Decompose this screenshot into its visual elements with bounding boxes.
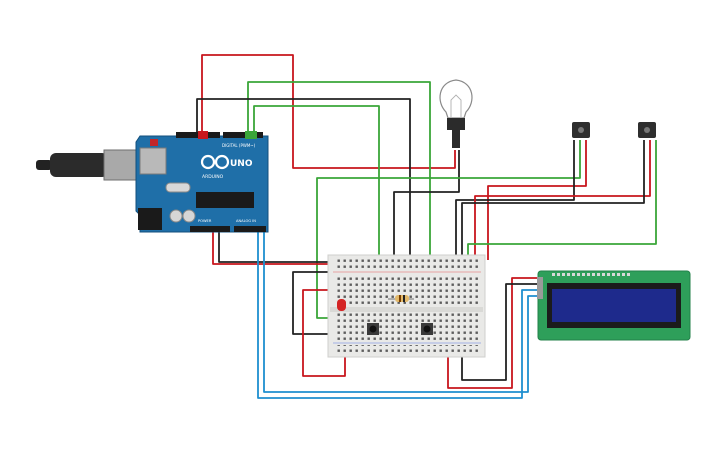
push-button-1-cap <box>369 325 377 333</box>
lcd-pin <box>617 273 620 276</box>
usb-cable-body <box>50 153 108 177</box>
terminal-strip-bottom <box>336 313 478 343</box>
rail-bottom <box>336 345 478 355</box>
lcd-screen <box>552 289 676 322</box>
lcd-pin <box>607 273 610 276</box>
button-icon[interactable] <box>367 323 379 335</box>
arduino-logo <box>200 154 230 170</box>
resistor-icon[interactable] <box>388 295 414 302</box>
capacitor-icon <box>182 209 196 223</box>
resistor-band <box>399 295 401 302</box>
wire-black-bulb <box>393 150 460 262</box>
wire-black-sensor2 <box>461 140 645 262</box>
push-button-2-cap <box>423 325 431 333</box>
bulb-base <box>447 118 465 130</box>
green-pin-marker <box>245 131 257 139</box>
analog-header <box>234 226 266 232</box>
red-pin-marker <box>198 131 208 139</box>
digital-label: DIGITAL (PWM~) <box>222 143 256 148</box>
wire-green-pin-b <box>253 105 380 262</box>
reset-button[interactable] <box>150 139 158 146</box>
wire-green-pin-a <box>247 81 431 318</box>
usb-plug-tip <box>36 160 52 170</box>
lcd-pin <box>552 273 555 276</box>
lcd-pin <box>577 273 580 276</box>
resistor-body <box>395 295 409 302</box>
lcd-connector <box>537 277 543 299</box>
bulb-filament <box>450 94 462 117</box>
button-icon[interactable] <box>421 323 433 335</box>
lcd-pin <box>587 273 590 276</box>
power-jack <box>138 208 162 230</box>
lcd-pin <box>612 273 615 276</box>
sensor-2-dome <box>644 127 650 133</box>
wires <box>196 54 657 399</box>
led-icon[interactable] <box>337 299 346 311</box>
arduino-board[interactable]: UNO ARDUINO DIGITAL (PWM~) POWER ANALOG … <box>135 131 269 233</box>
sensor-1-dome <box>578 127 584 133</box>
power-label: POWER <box>198 219 212 223</box>
bulb-glass <box>439 79 473 119</box>
board-brand: ARDUINO <box>202 174 224 180</box>
lcd-icon[interactable] <box>537 270 691 341</box>
lcd-pin <box>602 273 605 276</box>
lcd-pin <box>627 273 630 276</box>
lcd-pin-header <box>552 273 630 276</box>
lcd-pin <box>572 273 575 276</box>
wire-green-sensor2 <box>467 140 657 262</box>
wire-black-pin-c <box>196 98 411 262</box>
usb-cable <box>36 149 141 181</box>
bulb-icon[interactable] <box>439 79 473 148</box>
wire-red-sensor2 <box>474 140 651 262</box>
led-body <box>337 299 346 311</box>
wire-black-gnd <box>218 224 336 263</box>
wire-red-5v <box>212 224 334 265</box>
digital-header-b <box>223 132 263 138</box>
sensor-icon[interactable] <box>572 122 590 138</box>
wire-black-sensor1 <box>455 140 575 262</box>
analog-label: ANALOG IN <box>236 219 256 223</box>
lcd-pin <box>567 273 570 276</box>
wire-blue-lcd-a <box>257 224 540 399</box>
power-header <box>190 226 230 232</box>
usb-jack <box>139 147 167 175</box>
sensor-icon[interactable] <box>638 122 656 138</box>
atmega-chip <box>196 192 254 208</box>
rail-top <box>336 258 478 270</box>
capacitor-icon <box>169 209 183 223</box>
lcd-pin <box>557 273 560 276</box>
bulb-neck <box>452 130 460 148</box>
wire-red-bulb <box>201 54 456 169</box>
resistor-band <box>403 295 405 302</box>
lcd-pin <box>592 273 595 276</box>
wire-blue-lcd-b <box>263 224 540 393</box>
breadboard[interactable] <box>327 254 486 358</box>
lcd-pin <box>582 273 585 276</box>
lcd-pin <box>597 273 600 276</box>
usb-connector <box>103 149 141 181</box>
center-gap <box>330 307 483 312</box>
wire-red-sensor1 <box>487 140 587 260</box>
crystal-icon <box>165 182 191 193</box>
lcd-pin <box>622 273 625 276</box>
lcd-pin <box>562 273 565 276</box>
board-model: UNO <box>230 159 253 169</box>
